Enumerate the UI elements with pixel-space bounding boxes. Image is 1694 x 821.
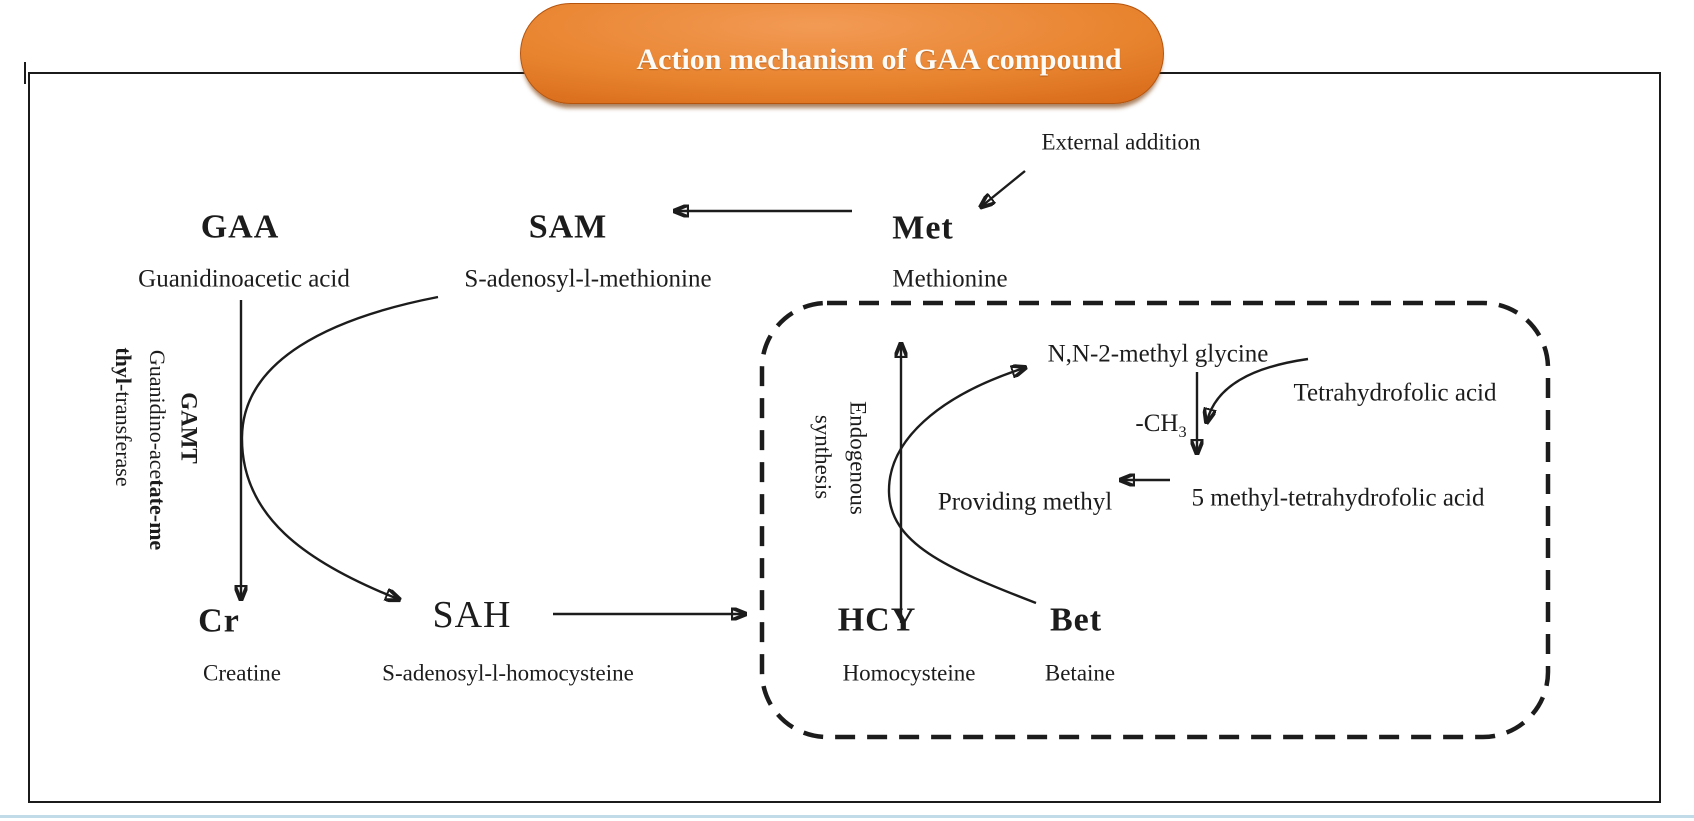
enzyme-gamt-line2: Guanidino-acetate-me [145, 349, 171, 551]
label-endogenous: Endogenous [845, 401, 871, 515]
node-bet-abbr: Bet [1049, 601, 1103, 639]
corner-tick [24, 62, 26, 84]
node-gaa-fullname: Guanidinoacetic acid [138, 265, 350, 293]
title-banner: Action mechanism of GAA compound [520, 3, 1164, 104]
node-met-abbr: Met [892, 209, 954, 247]
label-synthesis: synthesis [810, 414, 836, 500]
node-sam-fullname: S-adenosyl-l-methionine [464, 265, 712, 293]
label-5-methyl-tetrahydrofolic-acid: 5 methyl-tetrahydrofolic acid [1191, 484, 1485, 512]
gamt-line2-bold: tate-me [145, 479, 171, 551]
node-hcy-abbr: HCY [837, 601, 917, 639]
ch3-prefix: -CH [1135, 410, 1179, 438]
node-cr-fullname: Creatine [203, 660, 281, 686]
gamt-line2-regular: Guanidino-ace [145, 349, 171, 480]
node-gaa-abbr: GAA [200, 208, 280, 246]
label-tetrahydrofolic-acid: Tetrahydrofolic acid [1293, 379, 1497, 407]
node-met-fullname: Methionine [892, 265, 1008, 293]
label-minus-ch3: -CH3 [1135, 410, 1186, 442]
node-bet-fullname: Betaine [1044, 660, 1116, 686]
label-providing-methyl: Providing methyl [937, 488, 1113, 516]
node-sah-fullname: S-adenosyl-l-homocysteine [382, 660, 634, 686]
bottom-accent-line [0, 815, 1694, 818]
enzyme-gamt-abbr: GAMT [176, 392, 202, 464]
enzyme-gamt-line3: thyl-transferase [111, 347, 137, 487]
label-external-addition: External addition [1041, 129, 1201, 155]
page-title: Action mechanism of GAA compound [636, 42, 1122, 76]
ch3-subscript: 3 [1178, 423, 1187, 442]
gamt-line3-regular: -transferase [111, 384, 137, 487]
node-sah-abbr: SAH [432, 594, 512, 637]
node-hcy-fullname: Homocysteine [842, 660, 976, 686]
node-cr-abbr: Cr [198, 602, 240, 640]
label-nn2-methyl-glycine: N,N-2-methyl glycine [1047, 340, 1269, 368]
node-sam-abbr: SAM [528, 208, 608, 246]
gamt-line3-bold: thyl [111, 347, 137, 385]
